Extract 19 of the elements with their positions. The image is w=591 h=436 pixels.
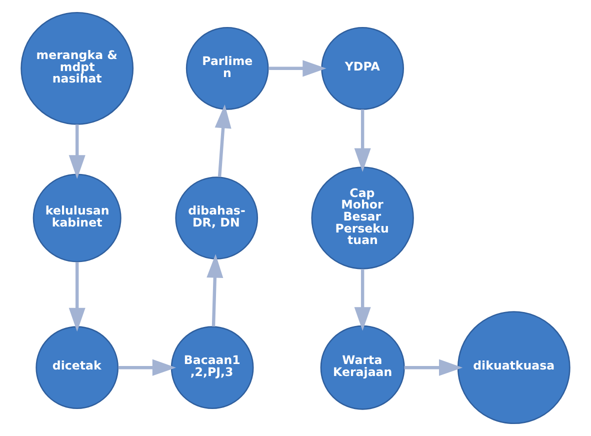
arrow [354, 268, 371, 331]
arrow [214, 104, 232, 178]
node-circle: Parlime n [186, 27, 269, 110]
node-circle: dikuatkuasa [457, 311, 570, 424]
node-circle: Bacaan1 ,2,PJ,3 [170, 326, 254, 409]
node-circle: dicetak [36, 326, 119, 409]
arrow [268, 60, 326, 77]
arrow [118, 359, 176, 376]
arrow [68, 124, 86, 179]
node-circle: merangka & mdpt nasihat [20, 12, 134, 125]
node-circle: kelulusan kabinet [32, 174, 122, 262]
arrow [68, 262, 86, 332]
node-circle: Cap Mohor Besar Perseku tuan [311, 166, 414, 270]
arrow [354, 109, 371, 172]
node-circle: YDPA [321, 27, 404, 110]
node-circle: Warta Kerajaan [320, 325, 405, 410]
arrow [206, 254, 224, 327]
node-circle: dibahas- DR, DN [175, 176, 258, 260]
arrow [404, 359, 463, 376]
